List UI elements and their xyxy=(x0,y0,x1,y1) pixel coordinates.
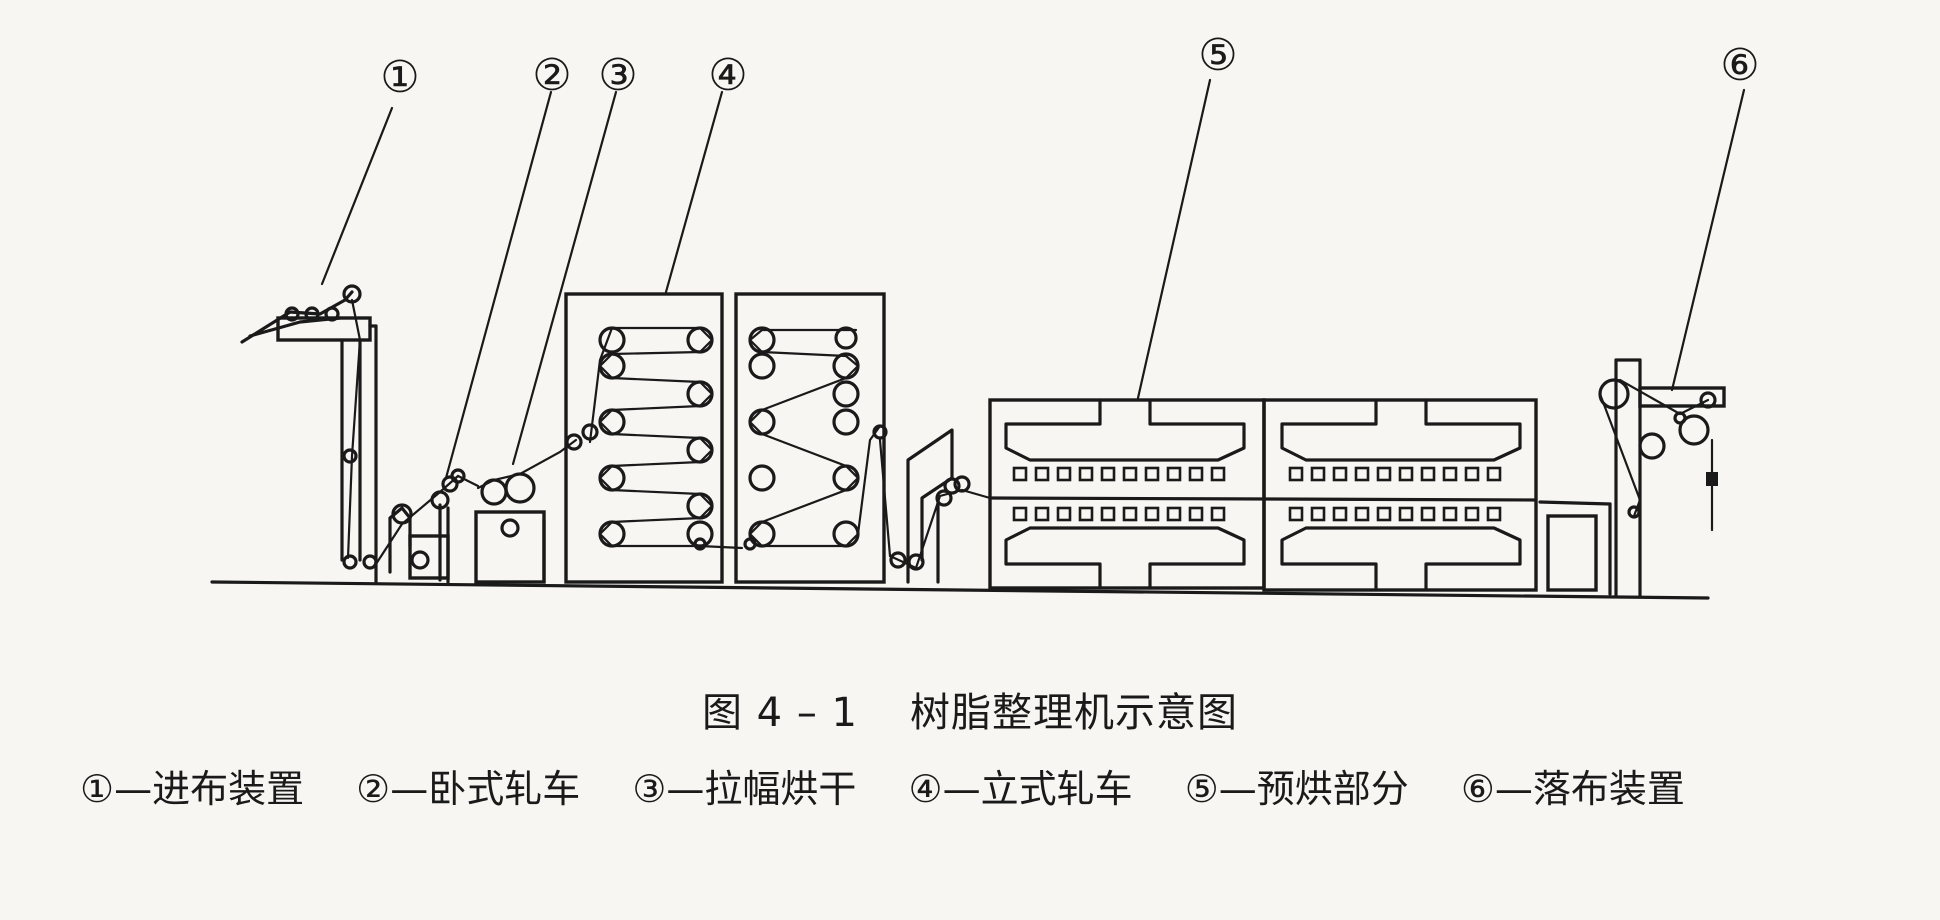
legend-item-3: ③—拉幅烘干 xyxy=(632,767,857,811)
nozzle xyxy=(1376,506,1392,522)
nozzle xyxy=(1420,506,1436,522)
nozzle xyxy=(1464,506,1480,522)
nozzle xyxy=(1210,506,1226,522)
nozzle xyxy=(1486,466,1502,482)
nozzle xyxy=(1420,466,1436,482)
cabinet-left-rollers xyxy=(588,326,744,551)
cabinet-right-rollers xyxy=(743,326,888,551)
nozzle xyxy=(1376,466,1392,482)
legend-item-5: ⑤—预烘部分 xyxy=(1184,767,1409,811)
transfer-frame xyxy=(878,428,992,584)
nozzle xyxy=(1078,506,1094,522)
legend-item-6: ⑥—落布装置 xyxy=(1460,767,1685,811)
legend-item-4: ④—立式轧车 xyxy=(908,767,1133,811)
nozzle xyxy=(1188,506,1204,522)
nozzle xyxy=(1354,506,1370,522)
nozzle xyxy=(1464,466,1480,482)
nozzle xyxy=(1100,506,1116,522)
nozzle xyxy=(1144,506,1160,522)
pre-drying-chamber xyxy=(988,398,1538,592)
tenter-drier xyxy=(474,423,599,584)
nozzle xyxy=(1398,466,1414,482)
nozzle xyxy=(1122,506,1138,522)
callout-1: ① xyxy=(380,52,419,103)
legend-item-1: ①—进布装置 xyxy=(80,767,305,811)
legend: ①—进布装置 ②—卧式轧车 ③—拉幅烘干 ④—立式轧车 ⑤—预烘部分 ⑥—落布装… xyxy=(80,758,1725,813)
callout-6: ⑥ xyxy=(1720,40,1759,91)
nozzle xyxy=(1056,466,1072,482)
nozzle-rows xyxy=(1012,466,1502,522)
vertical-padder-cabinets xyxy=(564,292,888,584)
nozzle xyxy=(1332,466,1348,482)
callout-5: ⑤ xyxy=(1198,30,1237,81)
floor-line xyxy=(210,580,1710,600)
nozzle xyxy=(1442,466,1458,482)
callout-3: ③ xyxy=(598,50,637,101)
nozzle xyxy=(1012,506,1028,522)
nozzle xyxy=(1288,466,1304,482)
callout-2: ② xyxy=(532,50,571,101)
nozzle xyxy=(1078,466,1094,482)
nozzle xyxy=(1354,466,1370,482)
nozzle xyxy=(1442,506,1458,522)
exit-section xyxy=(1538,500,1612,596)
nozzle xyxy=(1012,466,1028,482)
nozzle xyxy=(1056,506,1072,522)
machine-diagram: ① ② ③ ④ ⑤ ⑥ xyxy=(210,30,1760,600)
nozzle xyxy=(1210,466,1226,482)
callouts: ① ② ③ ④ ⑤ ⑥ xyxy=(320,30,1760,480)
cloth-plaiting-unit xyxy=(1598,358,1726,598)
nozzle xyxy=(1166,466,1182,482)
nozzle xyxy=(1486,506,1502,522)
nozzle xyxy=(1100,466,1116,482)
nozzle xyxy=(1144,466,1160,482)
caption-title: 树脂整理机示意图 xyxy=(910,690,1239,736)
caption-number: 图 4 – 1 xyxy=(701,690,859,736)
nozzle xyxy=(1034,466,1050,482)
figure-caption: 图 4 – 1 树脂整理机示意图 xyxy=(0,680,1940,738)
nozzle xyxy=(1398,506,1414,522)
callout-4: ④ xyxy=(708,50,747,101)
nozzle xyxy=(1288,506,1304,522)
nozzle xyxy=(1034,506,1050,522)
nozzle xyxy=(1310,506,1326,522)
nozzle xyxy=(1332,506,1348,522)
nozzle xyxy=(1122,466,1138,482)
nozzle xyxy=(1166,506,1182,522)
legend-item-2: ②—卧式轧车 xyxy=(356,767,581,811)
nozzle xyxy=(1188,466,1204,482)
horizontal-padder xyxy=(374,468,480,584)
cloth-feeding-unit xyxy=(240,284,378,584)
nozzle xyxy=(1310,466,1326,482)
